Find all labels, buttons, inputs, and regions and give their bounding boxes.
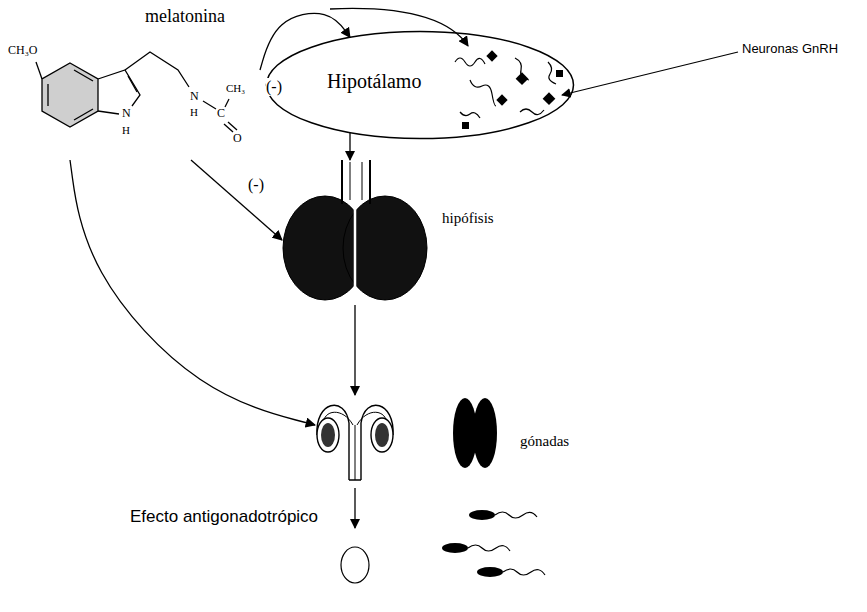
neuron-body (486, 50, 497, 61)
node-label: Hipotálamo (327, 70, 421, 92)
node-label: gónadas (520, 433, 569, 450)
atom-label: H (122, 124, 130, 136)
neuron-fiber (460, 112, 480, 118)
pyrrole-bond (98, 111, 119, 114)
carbonyl-bond (228, 122, 237, 130)
double-bond (47, 84, 48, 106)
sperm-head (442, 543, 468, 553)
double-bond (128, 76, 137, 92)
connector-arrow (354, 305, 355, 395)
inhibition-sign: (-) (266, 78, 282, 96)
pituitary-lobe (343, 196, 427, 300)
atom-label: H (190, 106, 198, 118)
sperm-tail (495, 512, 537, 518)
pituitary-gland: hipófisis (280, 160, 510, 305)
melatonin-molecule (36, 52, 237, 132)
node-shape (5, 5, 260, 160)
atom-label: O (233, 132, 242, 145)
pituitary-stalk (342, 160, 370, 204)
leader-line (562, 52, 738, 95)
gonads: gónadas (315, 395, 615, 495)
sperm-tail (503, 569, 545, 575)
connector-arrow (260, 13, 350, 70)
node-label: melatonina (145, 7, 225, 27)
testis (473, 398, 497, 468)
molecule-node: melatonina (5, 5, 260, 160)
methoxy-bond (36, 62, 42, 79)
spermatozoa (442, 510, 545, 577)
ovum (341, 547, 369, 583)
ovary (317, 418, 339, 452)
pituitary-stalk (350, 162, 362, 200)
pituitary-notch (348, 286, 362, 300)
node-shape (315, 395, 615, 495)
neuron-body (543, 92, 556, 105)
output-arrow (354, 488, 355, 528)
atom-label: N (122, 107, 131, 120)
connector-arrow (349, 133, 350, 160)
lobe-divide (354, 200, 357, 292)
ovary (371, 418, 393, 452)
text-label: Neuronas GnRH (742, 42, 838, 56)
ovary-core (321, 423, 335, 447)
connector-arrow (191, 160, 282, 240)
uterus-outline (317, 405, 393, 480)
atom-label: N (190, 90, 199, 103)
text-label: Efecto antigonadotrópico (130, 508, 318, 527)
neuron-body (556, 70, 563, 77)
node-label: hipófisis (442, 210, 494, 227)
gnrh-neurons (455, 58, 556, 118)
neuron-body (496, 94, 507, 105)
atom-label: CH₃O (8, 44, 38, 57)
neuron-fiber (470, 80, 496, 106)
pyrrole-bond (98, 70, 140, 106)
atom-label: CH₃ (226, 82, 245, 94)
sperm-head (477, 567, 503, 577)
double-bond (74, 70, 93, 81)
gnrh-neuron-bodies (462, 50, 563, 129)
amide-bond (203, 101, 216, 109)
double-bond (74, 109, 93, 120)
sperm-head (469, 510, 495, 520)
connector-arrow (70, 160, 315, 425)
benzene-ring (42, 63, 98, 127)
neuron-fiber (520, 109, 544, 115)
pituitary-lobe (283, 196, 367, 300)
neuron-body (462, 122, 469, 129)
atom-label: C (217, 107, 225, 120)
inhibition-sign: (-) (248, 176, 264, 194)
neuron-fiber (455, 58, 485, 66)
branch-arrow (330, 8, 468, 46)
sperm-tail (468, 545, 510, 551)
neuron-body (516, 72, 529, 85)
ovary-core (375, 423, 389, 447)
side-chain (125, 52, 189, 87)
methyl-bond (225, 99, 229, 107)
neuron-fiber (548, 62, 556, 84)
node-shape (280, 160, 510, 305)
hypothalamus-ellipse: Hipotálamo (265, 30, 575, 140)
hypothalamus-outline (267, 32, 574, 139)
